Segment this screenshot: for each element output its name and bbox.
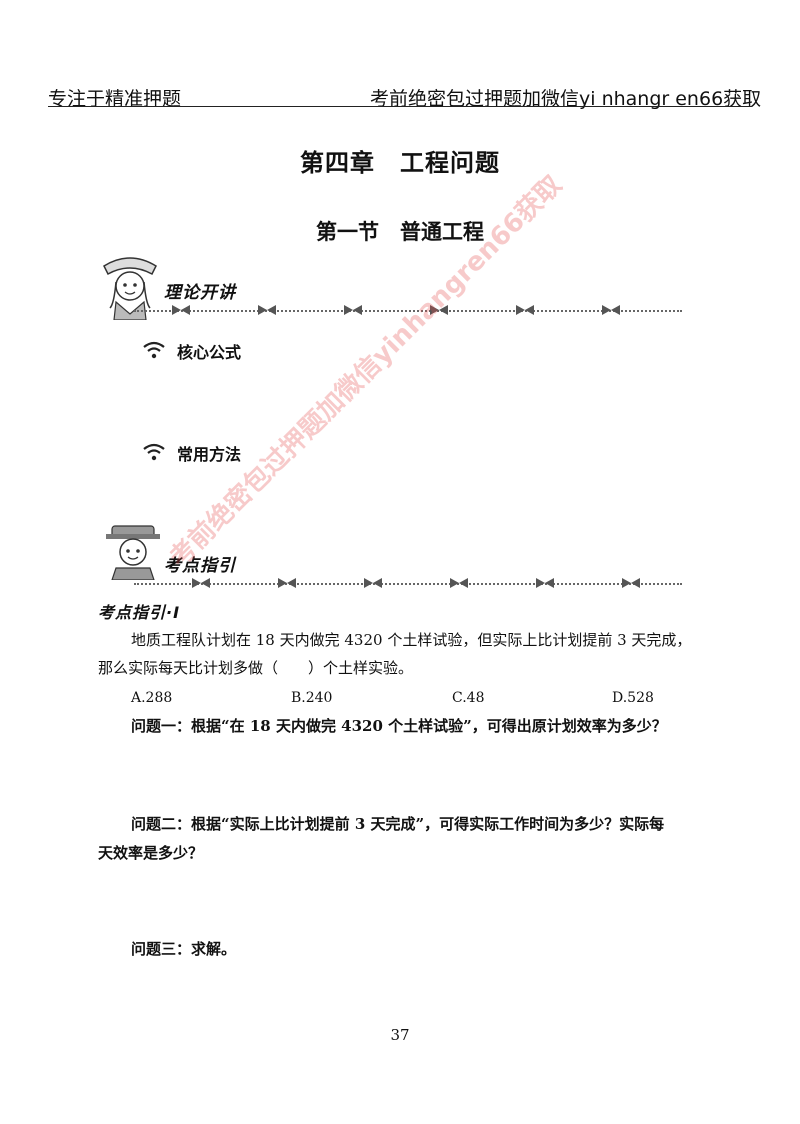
dotted-divider [134, 583, 682, 585]
option-a: A.288 [131, 690, 173, 706]
bowtie-icon [344, 305, 362, 315]
subsection-title-common-methods: 常用方法 [177, 445, 242, 464]
dotted-divider [134, 310, 682, 312]
bowtie-icon [602, 305, 620, 315]
section-title: 第一节 普通工程 [316, 219, 484, 244]
sub-question-1: 问题一：根据“在 18 天内做完 4320 个土样试验”，可得出原计划效率为多少… [131, 717, 667, 735]
header-right-text: 考前绝密包过押题加微信yi nhangr en66获取 [370, 88, 762, 110]
sub-question-2-line-2: 天效率是多少？ [98, 844, 204, 862]
cartoon-teacher-icon [100, 248, 160, 321]
bowtie-icon [516, 305, 534, 315]
bowtie-icon [430, 305, 448, 315]
bowtie-icon [536, 578, 554, 588]
example-label: 考点指引·Ⅰ [98, 603, 181, 622]
chapter-title: 第四章 工程问题 [300, 148, 500, 177]
banner-title-exam-points: 考点指引 [164, 556, 236, 576]
option-b: B.240 [291, 690, 333, 706]
option-d: D.528 [612, 690, 654, 706]
bowtie-icon [622, 578, 640, 588]
bowtie-icon [364, 578, 382, 588]
sub-question-2-line-1: 问题二：根据“实际上比计划提前 3 天完成”，可得实际工作时间为多少？实际每 [131, 815, 665, 833]
header-left-text: 专注于精准押题 [48, 88, 182, 110]
bowtie-icon [450, 578, 468, 588]
page-number: 37 [390, 1026, 410, 1044]
option-c: C.48 [452, 690, 485, 706]
subsection-title-core-formula: 核心公式 [177, 343, 242, 362]
wifi-icon [143, 443, 165, 461]
bowtie-icon [278, 578, 296, 588]
bowtie-icon [172, 305, 190, 315]
question-line-2: 那么实际每天比计划多做（ ）个土样实验。 [98, 659, 414, 677]
sub-question-3: 问题三：求解。 [131, 940, 237, 958]
wifi-icon [143, 341, 165, 359]
bowtie-icon [258, 305, 276, 315]
question-line-1: 地质工程队计划在 18 天内做完 4320 个土样试验，但实际上比计划提前 3 … [131, 631, 692, 649]
banner-title-theory: 理论开讲 [164, 283, 236, 303]
bowtie-icon [192, 578, 210, 588]
header-divider [48, 106, 752, 107]
cartoon-teacher-icon [104, 522, 162, 581]
